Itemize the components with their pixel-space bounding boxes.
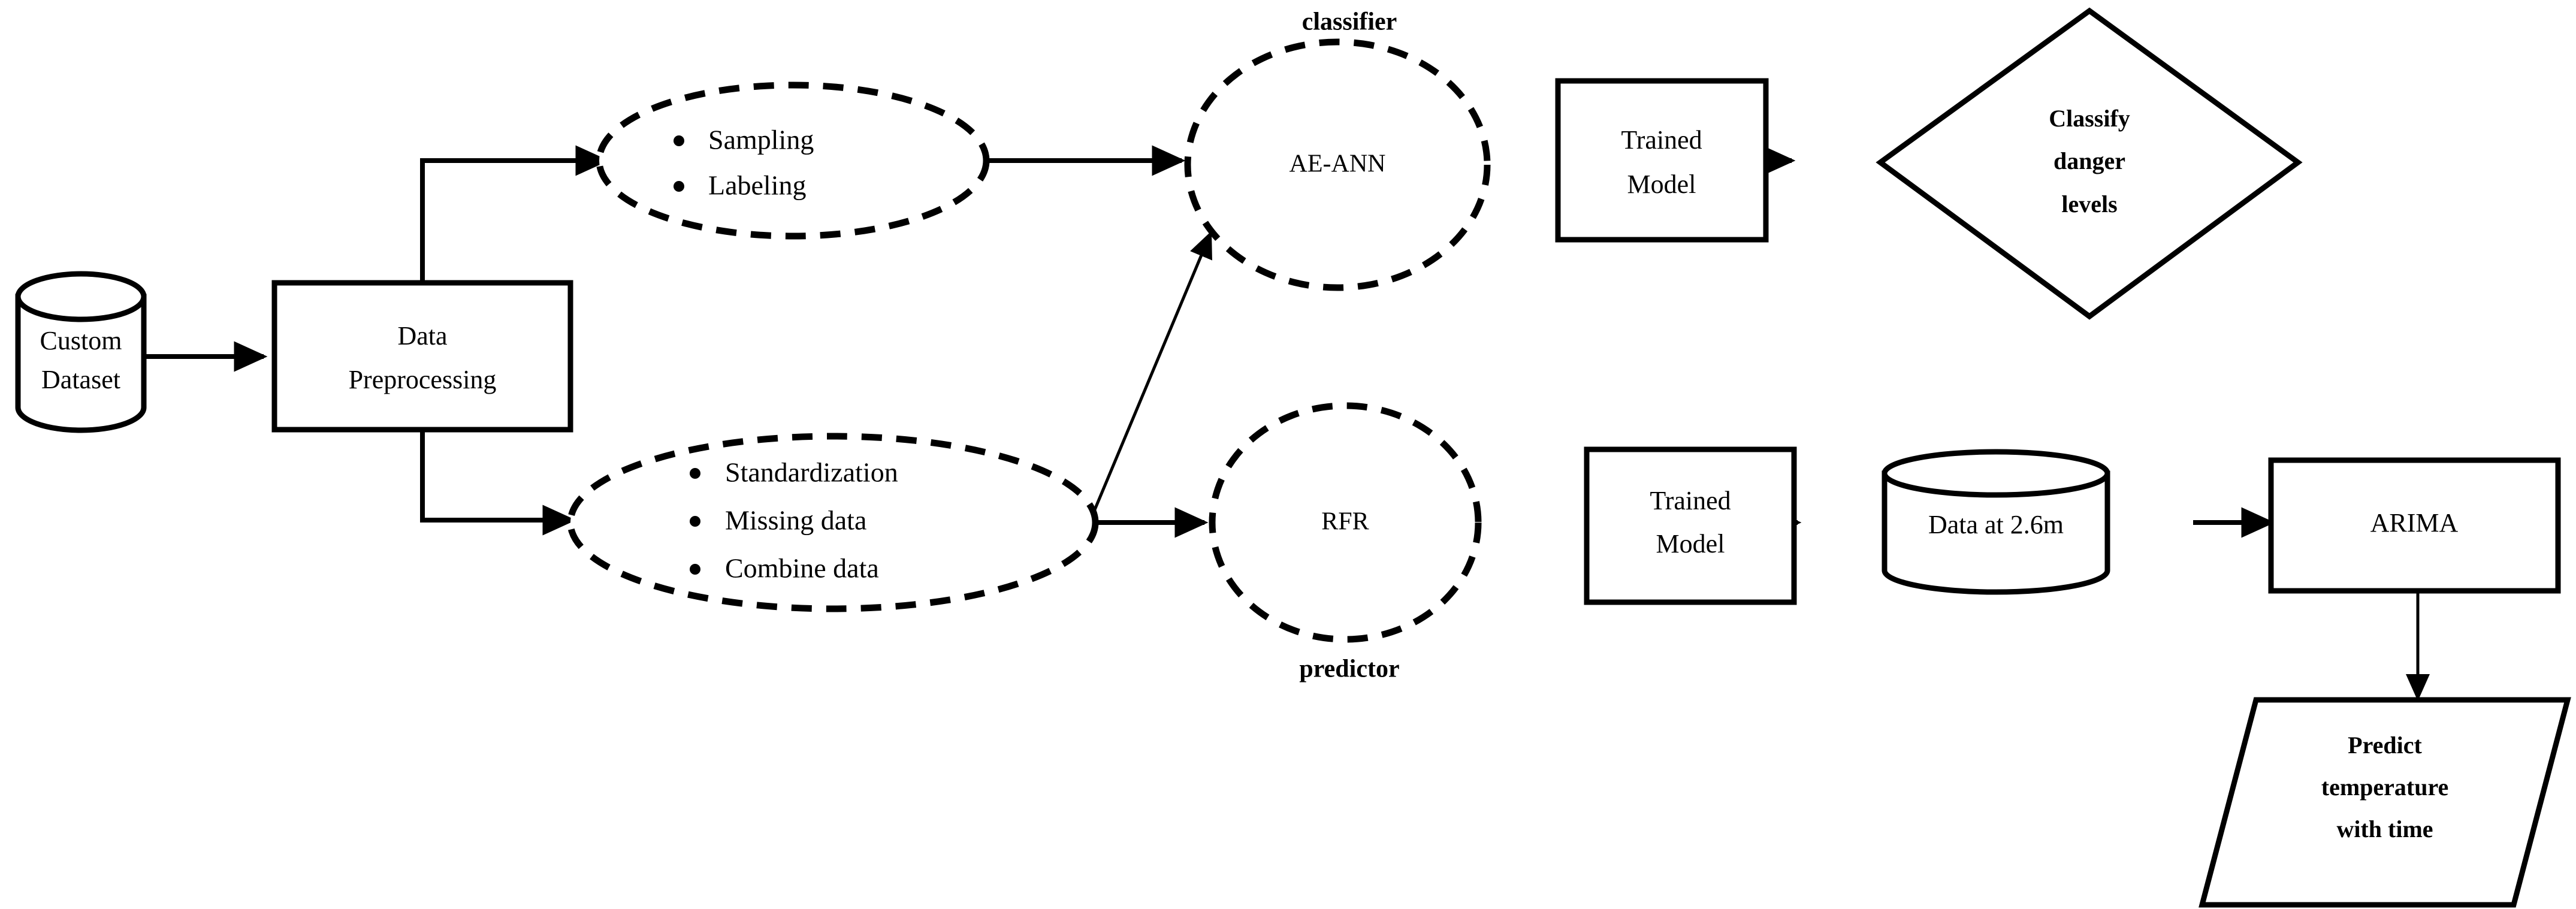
classifier-group-label: classifier xyxy=(1302,8,1397,36)
standardization-bullet-1: Missing data xyxy=(725,505,866,536)
predict-output-label-line3: with time xyxy=(2336,816,2433,842)
trained-model-top-label-line2: Model xyxy=(1627,170,1696,199)
standardization-bullet-0: Standardization xyxy=(725,457,898,488)
node-trained-model-bottom[interactable]: Trained Model xyxy=(1584,446,1797,605)
custom-dataset-label-line2: Dataset xyxy=(41,365,120,394)
rfr-label: RFR xyxy=(1321,508,1369,536)
predict-output-label-line1: Predict xyxy=(2348,732,2422,759)
sampling-bullet-0: Sampling xyxy=(708,125,814,155)
bullet-dot-icon xyxy=(690,468,700,479)
bullet-dot-icon xyxy=(690,564,700,575)
data-preprocessing-label-line1: Data xyxy=(397,321,447,351)
bullet-dot-icon xyxy=(674,135,684,146)
node-arima[interactable]: ARIMA xyxy=(2268,457,2561,594)
node-classify-danger-levels[interactable]: Classify danger levels xyxy=(1876,7,2303,320)
arima-label: ARIMA xyxy=(2370,508,2459,537)
trained-model-bottom-label-line1: Trained xyxy=(1650,486,1731,515)
node-data-store[interactable]: Data at 2.6m xyxy=(1882,449,2110,595)
bullet-dot-icon xyxy=(690,516,700,527)
trained-model-bottom-label-line2: Model xyxy=(1656,529,1725,558)
bullet-dot-icon xyxy=(674,181,684,192)
node-predict-output[interactable]: Predict temperature with time xyxy=(2198,697,2571,908)
edge-preprocessing-to-standardization xyxy=(420,429,576,536)
node-standardization[interactable]: Standardization Missing data Combine dat… xyxy=(567,433,1099,612)
data-store-label: Data at 2.6m xyxy=(1928,510,2064,539)
predict-output-label-line2: temperature xyxy=(2321,774,2449,801)
node-rfr[interactable]: RFR xyxy=(1209,402,1482,643)
node-custom-dataset[interactable]: Custom Dataset xyxy=(15,271,147,433)
node-sampling-labeling[interactable]: Sampling Labeling xyxy=(596,81,990,240)
predictor-group-label: predictor xyxy=(1299,656,1399,683)
node-ae-ann[interactable]: AE-ANN xyxy=(1184,38,1491,291)
classify-danger-label-line2: danger xyxy=(2053,147,2125,174)
node-data-preprocessing[interactable]: Data Preprocessing xyxy=(271,280,573,433)
ae-ann-label: AE-ANN xyxy=(1289,150,1386,178)
edge-standardization-to-aeann xyxy=(1088,231,1212,523)
classify-danger-label-line3: levels xyxy=(2061,191,2117,218)
data-preprocessing-label-line2: Preprocessing xyxy=(349,365,497,394)
classify-danger-label-line1: Classify xyxy=(2049,105,2130,132)
trained-model-top-label-line1: Trained xyxy=(1621,125,1702,155)
standardization-bullet-2: Combine data xyxy=(725,553,879,584)
custom-dataset-label-line1: Custom xyxy=(40,326,122,355)
sampling-bullet-1: Labeling xyxy=(708,170,807,201)
node-trained-model-top[interactable]: Trained Model xyxy=(1555,78,1769,243)
edge-preprocessing-to-sampling xyxy=(420,145,609,283)
